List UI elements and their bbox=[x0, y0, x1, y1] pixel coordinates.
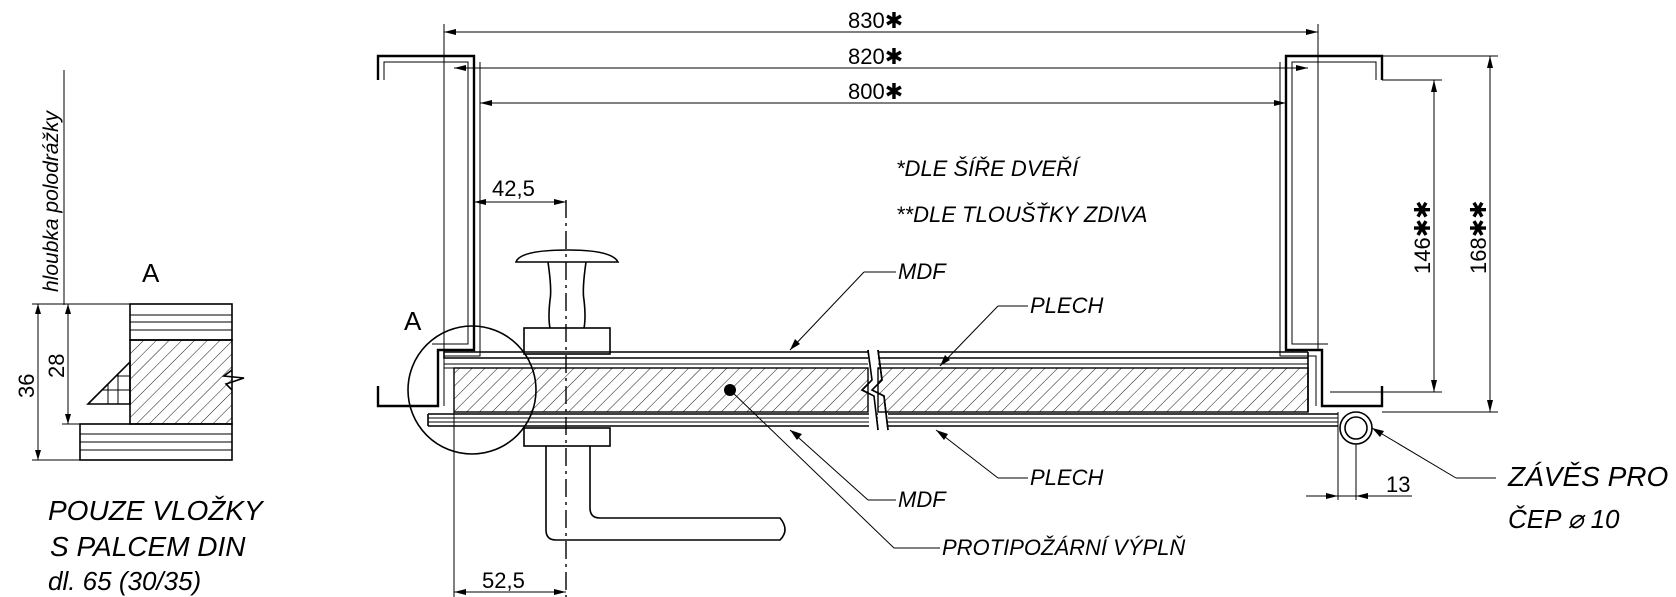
groove-depth-label: hloubka polodrážky bbox=[40, 110, 63, 292]
label-mdf-bottom: MDF bbox=[898, 487, 947, 512]
detail-a-letter: A bbox=[404, 306, 422, 336]
frame-left-profile bbox=[376, 54, 481, 408]
detail-note-line3: dl. 65 (30/35) bbox=[48, 566, 201, 596]
label-plech-top: PLECH bbox=[1030, 293, 1103, 318]
right-dimensions: 146✱✱ 168✱✱ bbox=[1330, 55, 1498, 413]
dim-168: 168✱✱ bbox=[1466, 200, 1491, 274]
label-fire-filling: PROTIPOŽÁRNÍ VÝPLŇ bbox=[942, 535, 1185, 560]
door-leaf bbox=[427, 349, 1338, 431]
detail-a-circle bbox=[407, 325, 537, 455]
dim-146: 146✱✱ bbox=[1410, 200, 1435, 274]
detail-note-line2: S PALCEM DIN bbox=[50, 531, 246, 562]
hinge: 13 bbox=[1306, 411, 1496, 500]
note-door-width: *DLE ŠÍŘE DVEŘÍ bbox=[896, 156, 1081, 181]
dim-820: 820✱ bbox=[848, 44, 903, 69]
detail-a-view: hloubka polodrážky A 36 28 bbox=[14, 70, 245, 461]
dim-42-5-group: 42,5 bbox=[473, 176, 566, 340]
dim-52-5: 52,5 bbox=[482, 568, 525, 593]
label-plech-bottom: PLECH bbox=[1030, 465, 1103, 490]
label-hinge-line1: ZÁVĚS PRO bbox=[1507, 461, 1668, 492]
leaders bbox=[729, 271, 1028, 549]
door-handle bbox=[514, 200, 786, 597]
detail-a-view-letter: A bbox=[142, 258, 160, 288]
dim-52-5-group: 52,5 bbox=[453, 412, 566, 597]
dim-28: 28 bbox=[44, 354, 69, 378]
detail-note-line1: POUZE VLOŽKY bbox=[48, 495, 265, 526]
top-dimensions: 830✱ 820✱ 800✱ bbox=[443, 8, 1319, 350]
dim-830: 830✱ bbox=[848, 8, 903, 33]
label-hinge-line2: ČEP ⌀ 10 bbox=[1508, 504, 1620, 534]
frame-right-profile bbox=[1279, 54, 1384, 408]
dim-800: 800✱ bbox=[848, 79, 903, 104]
dim-13: 13 bbox=[1386, 472, 1410, 497]
dim-42-5: 42,5 bbox=[492, 176, 535, 201]
dim-36: 36 bbox=[14, 374, 39, 398]
label-mdf-top: MDF bbox=[898, 259, 947, 284]
note-wall-thickness: **DLE TLOUŠŤKY ZDIVA bbox=[896, 202, 1147, 227]
